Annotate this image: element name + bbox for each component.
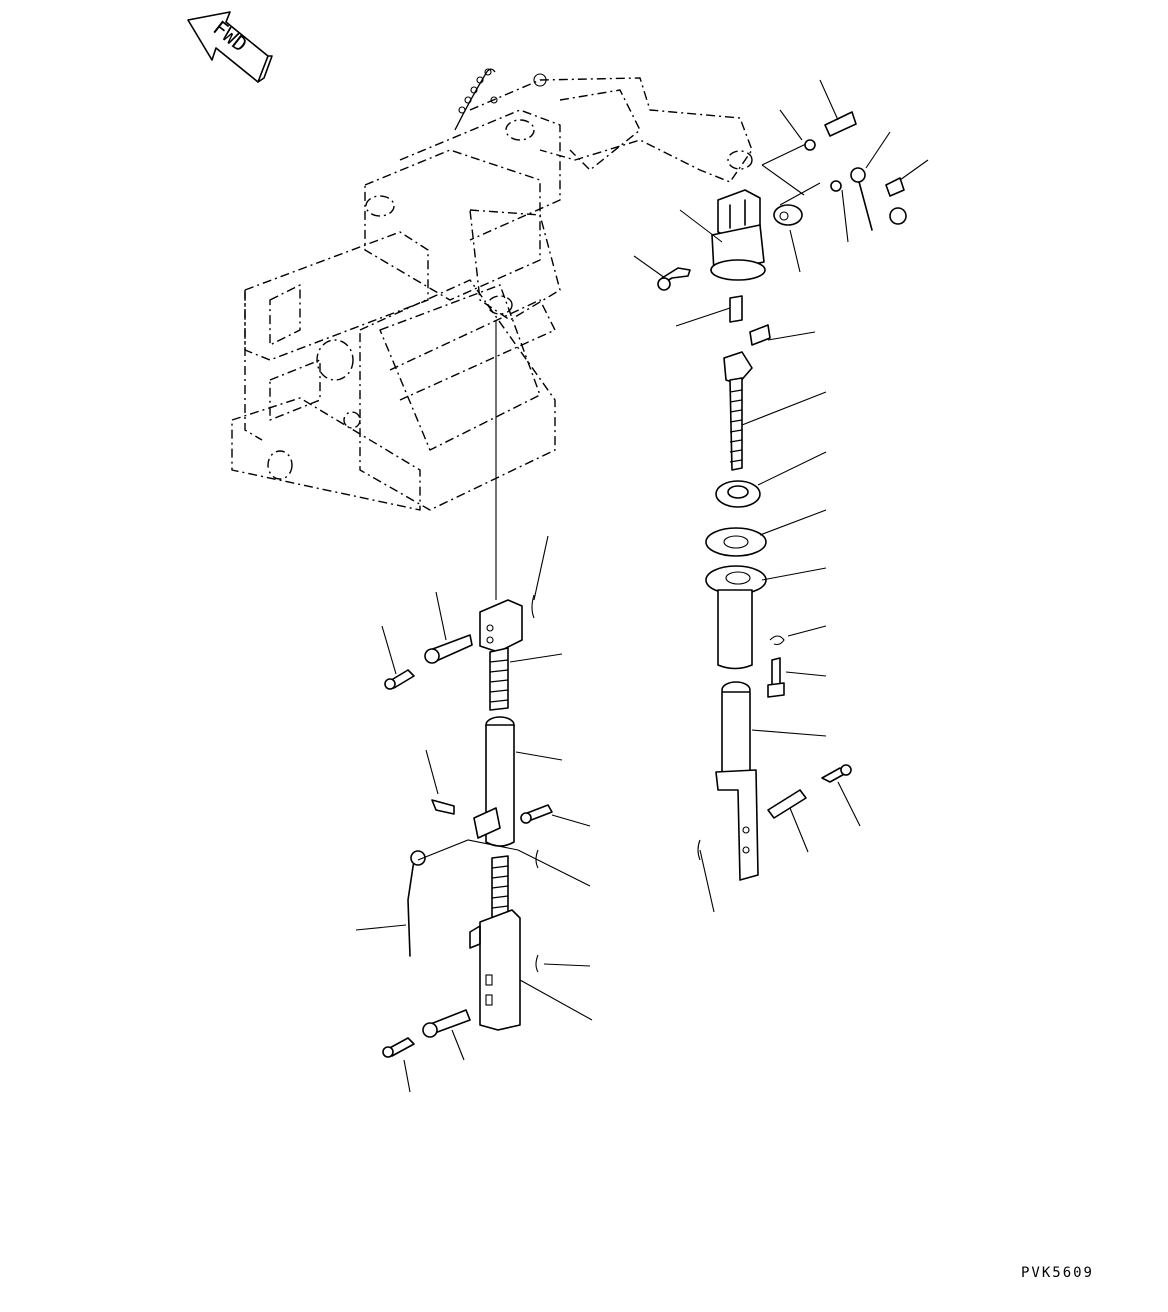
fwd-arrow-icon: FWD [187, 11, 273, 83]
leader-lines [355, 79, 929, 1093]
alignment-lines [761, 142, 821, 206]
frame-phantom [231, 68, 753, 511]
left-assembly [382, 594, 553, 1058]
figure-code: PVK5609 [1020, 1265, 1094, 1281]
right-assembly [657, 111, 907, 881]
